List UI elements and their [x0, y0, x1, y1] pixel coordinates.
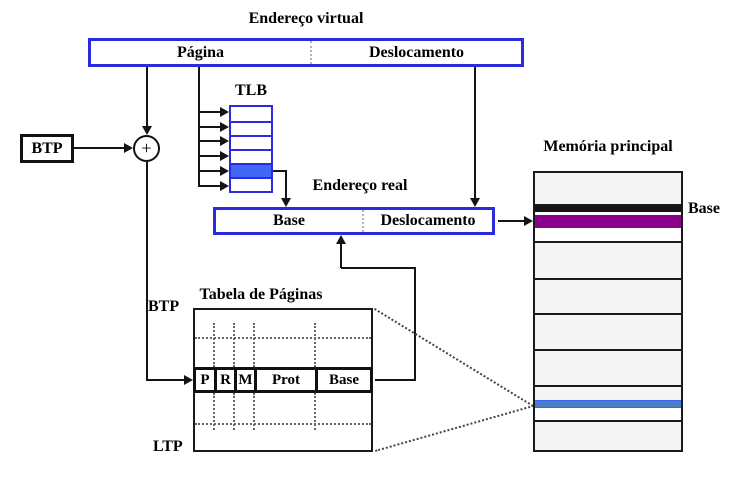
- tlb-row: [231, 121, 271, 135]
- page-table-dotted-col: [213, 323, 215, 367]
- arrowhead-into-memory: [524, 216, 533, 226]
- line-btp-to-adder: [74, 147, 125, 149]
- memory-base-label: Base: [688, 200, 720, 217]
- memory-row: [535, 173, 681, 206]
- memory-row: [535, 387, 681, 400]
- line-tlb-hit-vertical: [285, 170, 287, 199]
- page-table-dotted-row-bottom: [195, 423, 371, 425]
- tlb-row: [231, 107, 271, 121]
- tlb-row: [231, 135, 271, 149]
- tlb-row: [231, 149, 271, 163]
- arrowhead-tlb-6: [220, 181, 229, 191]
- memory-row-gap: [535, 212, 681, 215]
- page-table-dotted-row-top: [195, 337, 371, 339]
- memory-row: [535, 422, 681, 450]
- tlb-table: [229, 105, 273, 193]
- page-table-cell-m: M: [234, 370, 254, 390]
- real-address-box: Base Deslocamento: [213, 207, 495, 235]
- virtual-address-offset-field: Deslocamento: [310, 41, 521, 64]
- page-table-dotted-col: [233, 323, 235, 367]
- line-adder-down: [146, 162, 148, 381]
- tlb-title: TLB: [234, 82, 267, 99]
- line-tlb-branch-4: [199, 155, 221, 157]
- line-ptbase-into-real: [340, 242, 342, 268]
- memory-row: [535, 280, 681, 315]
- dotted-line-pagetable-bottom-to-frame: [375, 404, 535, 452]
- line-ptbase-up: [414, 267, 416, 381]
- arrowhead-tlb-to-real-address: [281, 198, 291, 207]
- dotted-line-pagetable-top-to-frame: [373, 308, 534, 407]
- tlb-row-highlighted: [231, 163, 271, 177]
- page-table-title: Tabela de Páginas: [199, 286, 323, 303]
- arrowhead-tlb-1: [220, 107, 229, 117]
- arrowhead-into-page-table-entry: [184, 375, 193, 385]
- line-ptbase-out: [375, 379, 416, 381]
- arrowhead-btp-to-adder: [124, 143, 133, 153]
- memory-row: [535, 351, 681, 387]
- main-memory-table: [533, 171, 683, 452]
- arrowhead-ptbase-to-real-address: [336, 235, 346, 244]
- page-table-entry-row: P R M Prot Base: [193, 367, 373, 393]
- virtual-address-page-field: Página: [176, 43, 225, 61]
- page-table-cell-p: P: [200, 371, 210, 388]
- memory-row: [535, 243, 681, 280]
- btp-register-box: BTP: [20, 134, 74, 163]
- line-offset-to-real-address: [474, 67, 476, 199]
- page-table-dotted-col: [314, 323, 316, 367]
- page-table-dotted-col: [213, 393, 215, 430]
- line-adder-to-page-table: [146, 379, 185, 381]
- real-address-offset-field: Deslocamento: [362, 210, 492, 232]
- page-table-cell-base: Base: [315, 370, 370, 390]
- page-table-ltp-label: LTP: [153, 438, 183, 455]
- virtual-address-title: Endereço virtual: [248, 10, 364, 27]
- page-table-cell-r: R: [214, 370, 234, 390]
- line-tlb-branch-2: [199, 126, 221, 128]
- line-tlb-branch-1: [199, 111, 221, 113]
- page-table-dotted-col: [314, 393, 316, 430]
- page-table-btp-label: BTP: [148, 298, 180, 315]
- memory-row: [535, 315, 681, 351]
- line-tlb-hit-horizontal: [273, 170, 287, 172]
- arrowhead-tlb-3: [220, 136, 229, 146]
- line-real-address-to-memory: [498, 220, 525, 222]
- arrowhead-tlb-5: [220, 166, 229, 176]
- arrowhead-tlb-4: [220, 151, 229, 161]
- memory-row-gap: [535, 228, 681, 243]
- line-tlb-branch-5: [199, 170, 221, 172]
- adder-circle: +: [133, 135, 160, 162]
- page-table-dotted-col: [233, 393, 235, 430]
- main-memory-title: Memória principal: [543, 138, 673, 155]
- arrowhead-into-adder: [142, 126, 152, 135]
- page-table-dotted-col: [253, 323, 255, 367]
- memory-frame-black: [535, 206, 681, 212]
- line-tlb-branch-6: [199, 185, 221, 187]
- virtual-address-box: Página Deslocamento: [88, 38, 524, 67]
- page-table: P R M Prot Base: [193, 308, 373, 452]
- memory-page-blue: [535, 400, 681, 408]
- memory-row-gap: [535, 408, 681, 422]
- arrowhead-tlb-2: [220, 122, 229, 132]
- line-ptbase-left: [341, 267, 416, 269]
- line-page-to-adder: [146, 67, 148, 127]
- tlb-row: [231, 177, 271, 191]
- line-tlb-branch-3: [199, 140, 221, 142]
- memory-frame-base: [535, 215, 681, 228]
- real-address-title: Endereço real: [312, 177, 408, 194]
- arrowhead-offset-to-real-address: [470, 198, 480, 207]
- page-table-dotted-col: [253, 393, 255, 430]
- page-table-cell-prot: Prot: [254, 370, 315, 390]
- real-address-base-field: Base: [273, 212, 305, 229]
